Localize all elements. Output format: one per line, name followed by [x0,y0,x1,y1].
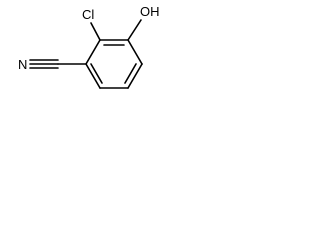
chlorine-label: Cl [82,7,94,22]
chemical-structure: Cl OH N [18,4,160,89]
ring-bond-c5-c6 [85,63,101,89]
bond-to-hydroxyl [127,19,142,41]
nitrogen-label: N [18,57,27,72]
ring-bond-c3-c4 [127,63,143,89]
ring-double-bond-c5-c6 [90,63,103,84]
ring-double-bond-c3-c4 [124,63,137,84]
nitrile-triple-bond [29,59,59,69]
ring-bond-c6-c1 [85,39,101,65]
hydroxyl-label: OH [140,4,160,19]
bond-to-chlorine [90,22,101,41]
benzene-ring [85,39,143,89]
ring-bond-c2-c3 [127,39,143,65]
